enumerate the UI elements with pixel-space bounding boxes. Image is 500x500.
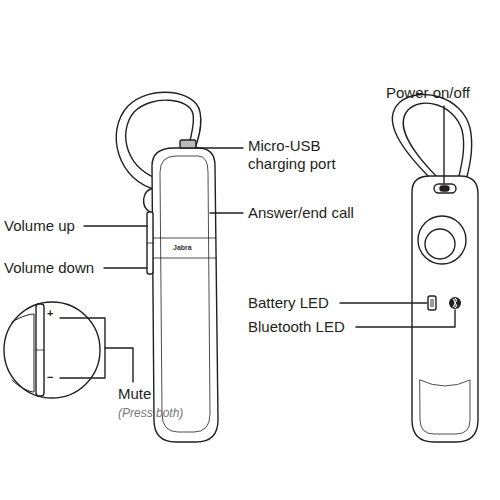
- button-symbol: +: [47, 308, 53, 319]
- note-label: (Press both): [118, 404, 183, 422]
- part-label: Micro-USB charging port: [248, 137, 366, 173]
- part-label: Bluetooth LED: [248, 318, 345, 336]
- brand-logo: Jabra: [173, 244, 192, 252]
- part-label: Power on/off: [386, 84, 470, 102]
- part-label: Volume up: [4, 217, 75, 235]
- part-label: Answer/end call: [248, 204, 354, 222]
- part-label: Volume down: [4, 259, 94, 277]
- part-label: Mute: [118, 385, 151, 403]
- button-symbol: −: [47, 372, 53, 383]
- part-label: Battery LED: [248, 294, 329, 312]
